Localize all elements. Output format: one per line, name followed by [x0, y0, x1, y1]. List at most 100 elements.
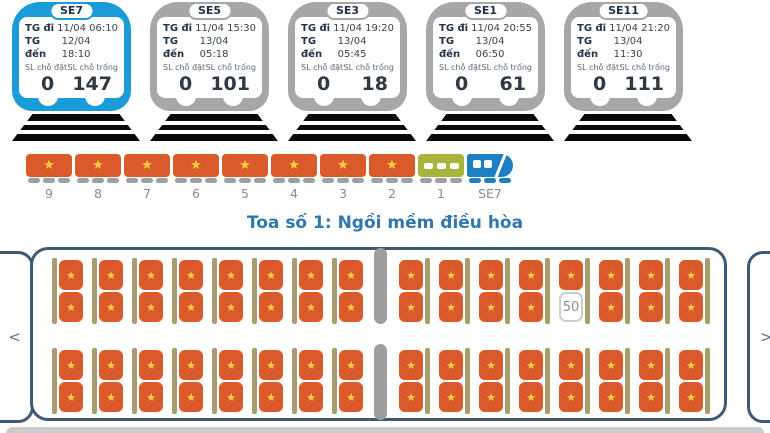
- coach-item[interactable]: ★ 2: [369, 154, 415, 201]
- seat[interactable]: ★: [639, 382, 663, 412]
- seat[interactable]: ★: [639, 292, 663, 322]
- coach-item[interactable]: ★ 3: [320, 154, 366, 201]
- seat[interactable]: ★: [399, 382, 423, 412]
- seat[interactable]: ★: [679, 260, 703, 290]
- flag-star-icon: ★: [526, 268, 536, 282]
- seat[interactable]: ★: [99, 292, 123, 322]
- flag-star-icon: ★: [146, 390, 156, 404]
- seat[interactable]: ★: [559, 382, 583, 412]
- seat[interactable]: ★: [259, 382, 283, 412]
- seat[interactable]: ★: [99, 350, 123, 380]
- coach-item[interactable]: ★ 7: [124, 154, 170, 201]
- seat[interactable]: ★: [219, 292, 243, 322]
- coach-item[interactable]: ★ 8: [75, 154, 121, 201]
- seat[interactable]: ★: [179, 350, 203, 380]
- seat-map-prev-button[interactable]: <: [0, 251, 34, 423]
- seat[interactable]: ★: [299, 260, 323, 290]
- seat[interactable]: ★: [219, 260, 243, 290]
- seat[interactable]: ★: [139, 382, 163, 412]
- seat[interactable]: ★: [599, 382, 623, 412]
- seat[interactable]: ★: [299, 350, 323, 380]
- seat[interactable]: ★: [439, 350, 463, 380]
- seat[interactable]: ★: [179, 382, 203, 412]
- seat[interactable]: ★: [339, 260, 363, 290]
- seat-number[interactable]: 50: [559, 292, 583, 322]
- seat[interactable]: ★: [339, 292, 363, 322]
- seat[interactable]: ★: [299, 292, 323, 322]
- seat[interactable]: ★: [219, 350, 243, 380]
- seat[interactable]: ★: [59, 260, 83, 290]
- coach-item[interactable]: ★ 6: [173, 154, 219, 201]
- seat[interactable]: ★: [519, 382, 543, 412]
- coach-item[interactable]: SE7: [467, 154, 513, 201]
- seat[interactable]: ★: [299, 382, 323, 412]
- seat[interactable]: ★: [99, 260, 123, 290]
- seat[interactable]: ★: [519, 292, 543, 322]
- seat[interactable]: ★: [519, 350, 543, 380]
- seat[interactable]: ★: [559, 350, 583, 380]
- seat[interactable]: ★: [639, 260, 663, 290]
- seat[interactable]: ★: [599, 292, 623, 322]
- seat[interactable]: ★: [139, 260, 163, 290]
- seat[interactable]: ★: [59, 350, 83, 380]
- seat[interactable]: ★: [219, 382, 243, 412]
- seat-back: [585, 348, 590, 382]
- seat[interactable]: ★: [259, 350, 283, 380]
- seat[interactable]: ★: [479, 260, 503, 290]
- seat[interactable]: ★: [399, 350, 423, 380]
- seat-map-next-button[interactable]: >: [747, 251, 770, 423]
- seat[interactable]: ★: [399, 292, 423, 322]
- seat[interactable]: ★: [59, 382, 83, 412]
- seat[interactable]: ★: [679, 350, 703, 380]
- seat[interactable]: ★: [479, 292, 503, 322]
- bottom-panel-edge: [6, 427, 764, 433]
- seat[interactable]: ★: [259, 292, 283, 322]
- flag-star-icon: ★: [226, 268, 236, 282]
- seat[interactable]: ★: [439, 292, 463, 322]
- depart-label: TG đi: [301, 23, 331, 34]
- seat[interactable]: ★: [679, 382, 703, 412]
- seat[interactable]: ★: [179, 260, 203, 290]
- track-icon: [564, 114, 692, 141]
- flag-star-icon: ★: [186, 358, 196, 372]
- seat-back: [132, 380, 137, 414]
- seat[interactable]: ★: [479, 350, 503, 380]
- seat[interactable]: ★: [439, 382, 463, 412]
- seat[interactable]: ★: [519, 260, 543, 290]
- seat[interactable]: ★: [139, 292, 163, 322]
- seat[interactable]: ★: [479, 382, 503, 412]
- flag-star-icon: ★: [526, 390, 536, 404]
- coach-item[interactable]: ★ 9: [26, 154, 72, 201]
- seat[interactable]: ★: [679, 292, 703, 322]
- seat-back: [465, 290, 470, 324]
- wheel-icon: [205, 178, 217, 183]
- seat-back: [545, 380, 550, 414]
- seat[interactable]: ★: [439, 260, 463, 290]
- seat[interactable]: ★: [599, 260, 623, 290]
- train-name: SE7: [59, 4, 84, 17]
- coach-item[interactable]: ★ 4: [271, 154, 317, 201]
- seat-back: [625, 258, 630, 292]
- seat[interactable]: ★: [59, 292, 83, 322]
- seat-back: [425, 348, 430, 382]
- seat[interactable]: ★: [179, 292, 203, 322]
- coach-item[interactable]: ★ 5: [222, 154, 268, 201]
- seat[interactable]: ★: [639, 350, 663, 380]
- seat[interactable]: ★: [399, 260, 423, 290]
- seat[interactable]: ★: [339, 382, 363, 412]
- seat-back: [52, 380, 57, 414]
- coach-item[interactable]: 1: [418, 154, 464, 201]
- seat[interactable]: ★: [599, 350, 623, 380]
- seat[interactable]: ★: [139, 350, 163, 380]
- seat[interactable]: ★: [559, 260, 583, 290]
- seat-back: [705, 290, 710, 324]
- seat[interactable]: ★: [339, 350, 363, 380]
- seat[interactable]: ★: [99, 382, 123, 412]
- seat[interactable]: ★: [259, 260, 283, 290]
